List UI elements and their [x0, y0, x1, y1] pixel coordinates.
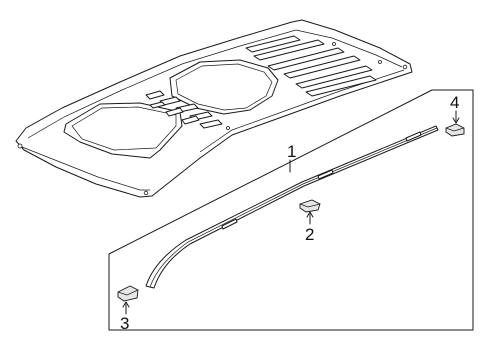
front-sunroof-opening — [63, 102, 183, 159]
rear-sunroof-opening — [169, 59, 279, 115]
molding-group-box — [108, 89, 474, 331]
callout-1-label: 1 — [287, 142, 296, 161]
callout-3-arrow — [122, 301, 130, 308]
molding-clip — [299, 199, 321, 213]
callout-4-label: 4 — [450, 93, 459, 112]
front-reinforcement-slots — [145, 90, 223, 129]
rear-reinforcement-slots — [245, 35, 377, 97]
roof-molding — [145, 125, 439, 289]
roof-panel — [15, 19, 413, 198]
callout-3-label: 3 — [120, 314, 129, 333]
rear-end-cap — [445, 123, 465, 137]
callout-2-arrow — [306, 211, 314, 218]
front-end-cap — [117, 285, 139, 302]
callout-4-arrow — [452, 117, 460, 124]
callout-2-label: 2 — [305, 225, 314, 244]
